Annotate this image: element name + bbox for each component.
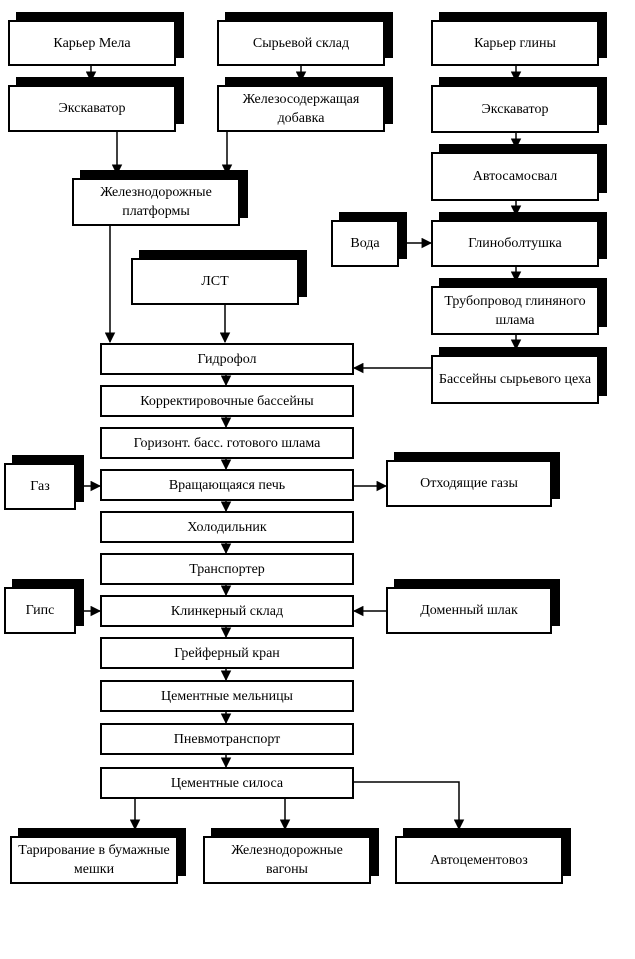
node-syr-sklad: Сырьевой склад: [217, 20, 385, 66]
node-zd-vagony: Железнодорожные вагоны: [203, 836, 371, 884]
node-basseiny-syr: Бассейны сырьевого цеха: [431, 355, 599, 404]
node-holod: Холодильник: [100, 511, 354, 543]
node-transp: Транспортер: [100, 553, 354, 585]
node-glinobolt: Глиноболтушка: [431, 220, 599, 267]
node-greif: Грейферный кран: [100, 637, 354, 669]
node-gidrofol: Гидрофол: [100, 343, 354, 375]
node-exc2: Экскаватор: [431, 85, 599, 133]
node-voda: Вода: [331, 220, 399, 267]
node-zhel-dob: Железосодержащая добавка: [217, 85, 385, 132]
node-klink-sklad: Клинкерный склад: [100, 595, 354, 627]
node-cem-mel: Цементные мельницы: [100, 680, 354, 712]
edge-silos-avtocem: [354, 781, 465, 831]
node-cem-silos: Цементные силоса: [100, 767, 354, 799]
node-avtosam: Автосамосвал: [431, 152, 599, 201]
node-gor-bass: Горизонт. басс. готового шлама: [100, 427, 354, 459]
node-dom-shlak: Доменный шлак: [386, 587, 552, 634]
node-kar-mel: Карьер Мела: [8, 20, 176, 66]
node-othod-gaz: Отходящие газы: [386, 460, 552, 507]
node-avtocem: Автоцементовоз: [395, 836, 563, 884]
node-korr-bass: Корректировочные бассейны: [100, 385, 354, 417]
node-zd-platf: Железнодорожные платформы: [72, 178, 240, 226]
node-lst: ЛСТ: [131, 258, 299, 305]
node-gips: Гипс: [4, 587, 76, 634]
node-tarir: Тарирование в бумажные мешки: [10, 836, 178, 884]
node-exc1: Экскаватор: [8, 85, 176, 132]
node-truboprovod: Трубопровод глиняного шлама: [431, 286, 599, 335]
node-kar-glin: Карьер глины: [431, 20, 599, 66]
node-gaz: Газ: [4, 463, 76, 510]
node-pech: Вращающаяся печь: [100, 469, 354, 501]
node-pnevmo: Пневмотранспорт: [100, 723, 354, 755]
